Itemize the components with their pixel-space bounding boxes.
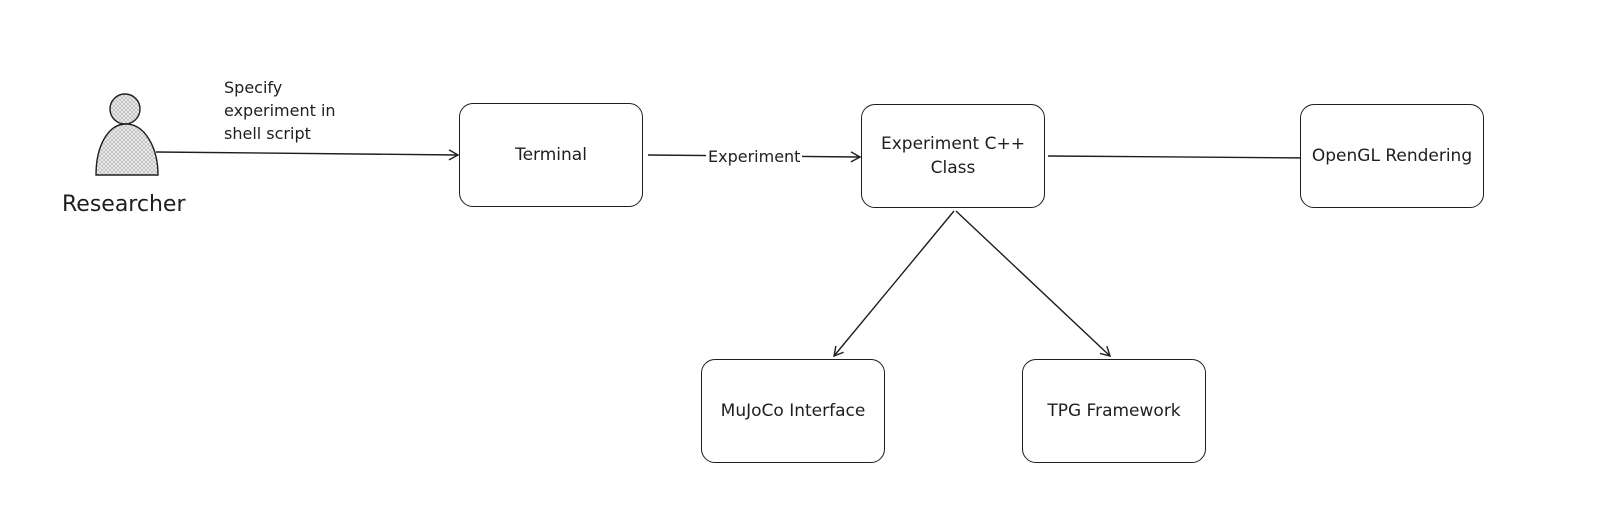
node-terminal-label: Terminal [515,145,587,165]
node-tpg-framework[interactable]: TPG Framework [1022,359,1206,463]
node-opengl-rendering[interactable]: OpenGL Rendering [1300,104,1484,208]
node-opengl-rendering-label: OpenGL Rendering [1311,146,1473,166]
node-tpg-framework-label: TPG Framework [1047,401,1181,421]
node-mujoco-interface-label: MuJoCo Interface [720,401,866,421]
node-mujoco-interface[interactable]: MuJoCo Interface [701,359,885,463]
person-icon [95,93,159,176]
edge-experiment-opengl [1047,152,1316,164]
node-experiment-class[interactable]: Experiment C++ Class [861,104,1045,208]
node-terminal[interactable]: Terminal [459,103,643,207]
node-experiment-class-label: Experiment C++ Class [881,134,1025,178]
actor-label: Researcher [62,192,186,217]
edge-researcher-terminal [155,149,460,161]
edge-experiment-mujoco [833,210,955,358]
edge-experiment-tpg [955,210,1112,357]
edge-label-specify: Specify experiment in shell script [224,78,336,143]
edge-label-experiment: Experiment [706,145,803,168]
